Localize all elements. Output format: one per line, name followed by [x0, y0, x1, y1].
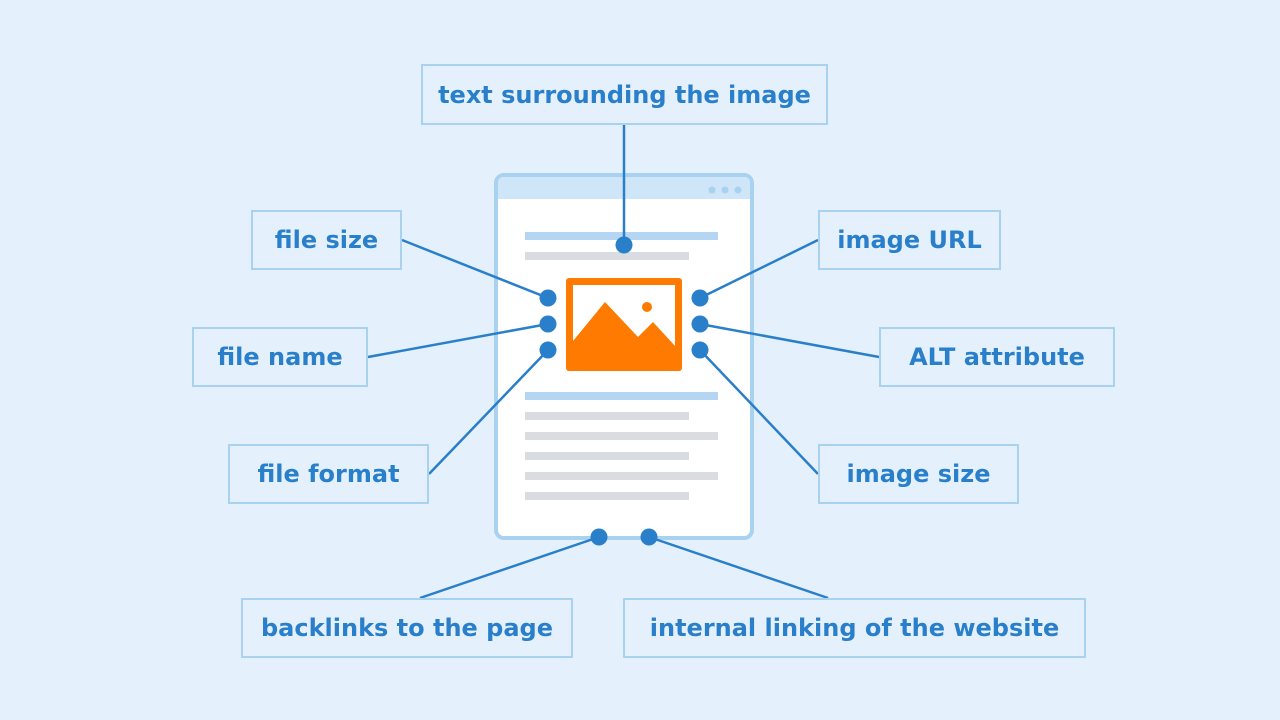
webpage-icon	[494, 173, 754, 540]
sun-shape	[642, 302, 652, 312]
dot-file-size	[539, 289, 557, 307]
connector-image-url	[699, 238, 819, 300]
window-dot	[721, 186, 729, 194]
connector-alt-attribute	[699, 322, 880, 359]
text-line	[525, 492, 689, 500]
label-file-format: file format	[228, 444, 429, 504]
dot-image-size	[691, 341, 709, 359]
dot-file-name	[539, 315, 557, 333]
image-placeholder-icon	[566, 278, 682, 371]
label-image-size: image size	[818, 444, 1019, 504]
connector-internal-linking	[648, 535, 829, 600]
text-line	[525, 472, 718, 480]
window-dot	[708, 186, 716, 194]
dot-alt-attribute	[691, 315, 709, 333]
dot-backlinks	[590, 528, 608, 546]
text-line	[525, 412, 689, 420]
label-text-surrounding: text surrounding the image	[421, 64, 828, 125]
connector-file-format	[428, 349, 549, 475]
window-dot	[734, 186, 742, 194]
heading-line	[525, 392, 718, 400]
mountain-shape	[573, 302, 675, 364]
label-file-size: file size	[251, 210, 402, 270]
dot-file-format	[539, 341, 557, 359]
text-line	[525, 432, 718, 440]
heading-line	[525, 232, 718, 240]
connector-dots	[539, 236, 709, 546]
dot-image-url	[691, 289, 709, 307]
connector-file-size	[401, 238, 549, 300]
text-line	[525, 452, 689, 460]
label-image-url: image URL	[818, 210, 1001, 270]
connector-backlinks	[419, 535, 600, 600]
connector-image-size	[699, 349, 819, 475]
dot-internal-linking	[640, 528, 658, 546]
connector-file-name	[367, 322, 549, 359]
connectors	[367, 125, 880, 600]
label-backlinks: backlinks to the page	[241, 598, 573, 658]
label-internal-linking: internal linking of the website	[623, 598, 1086, 658]
label-alt-attribute: ALT attribute	[879, 327, 1115, 387]
label-file-name: file name	[192, 327, 368, 387]
text-line	[525, 252, 689, 260]
dot-text-surrounding	[615, 236, 633, 254]
